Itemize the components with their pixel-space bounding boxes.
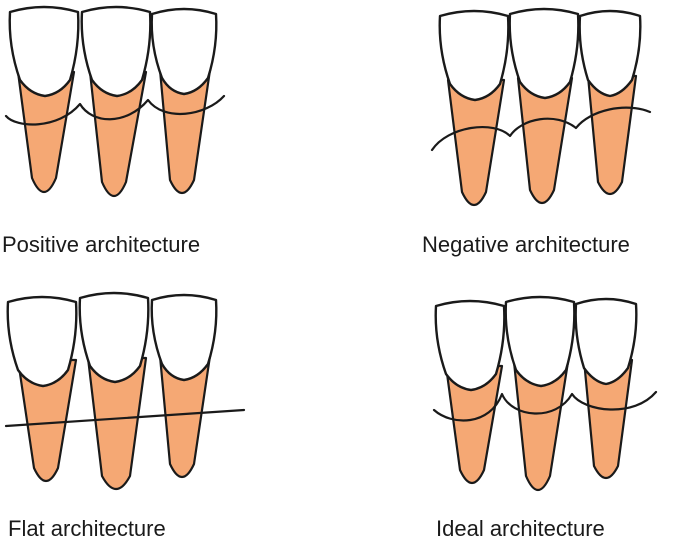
crown: [150, 7, 218, 96]
tooth-positive-2: [80, 5, 152, 198]
root: [582, 358, 634, 480]
crown: [80, 5, 152, 98]
crown: [8, 5, 80, 98]
root: [158, 354, 212, 479]
crown: [78, 291, 150, 384]
crown: [574, 297, 638, 386]
root: [86, 356, 148, 491]
tooth-negative-3: [578, 9, 642, 196]
caption-flat: Flat architecture: [8, 516, 166, 541]
tooth-ideal-2: [504, 295, 576, 492]
crown: [504, 295, 576, 388]
tooth-negative-2: [508, 7, 580, 205]
tooth-flat-3: [150, 293, 218, 479]
panel-negative: [430, 7, 652, 207]
root: [158, 68, 212, 195]
panel-ideal: [432, 295, 658, 492]
crown: [6, 295, 78, 388]
root: [16, 70, 76, 194]
tooth-negative-1: [438, 9, 510, 207]
crown: [578, 9, 642, 98]
root: [586, 74, 638, 196]
tooth-positive-1: [8, 5, 80, 194]
tooth-ideal-1: [434, 299, 506, 485]
tooth-flat-1: [6, 295, 78, 483]
tooth-flat-2: [78, 291, 150, 491]
caption-ideal: Ideal architecture: [436, 516, 605, 541]
tooth-ideal-3: [574, 297, 638, 480]
root: [516, 76, 574, 205]
caption-positive: Positive architecture: [2, 232, 201, 257]
bone-crest-line: [4, 408, 246, 428]
caption-negative: Negative architecture: [422, 232, 630, 257]
root: [88, 70, 148, 198]
root: [512, 360, 570, 492]
bone-crest-line: [432, 390, 658, 422]
tooth-positive-3: [150, 7, 218, 195]
root: [444, 364, 504, 485]
crown: [434, 299, 506, 392]
bone-crest-line: [4, 94, 226, 126]
root: [16, 358, 78, 483]
crown: [438, 9, 510, 102]
root: [446, 78, 506, 207]
crown: [508, 7, 580, 100]
bone-crest-line: [430, 106, 652, 152]
panel-positive: [4, 5, 226, 198]
crown: [150, 293, 218, 382]
panel-flat: [4, 291, 246, 491]
